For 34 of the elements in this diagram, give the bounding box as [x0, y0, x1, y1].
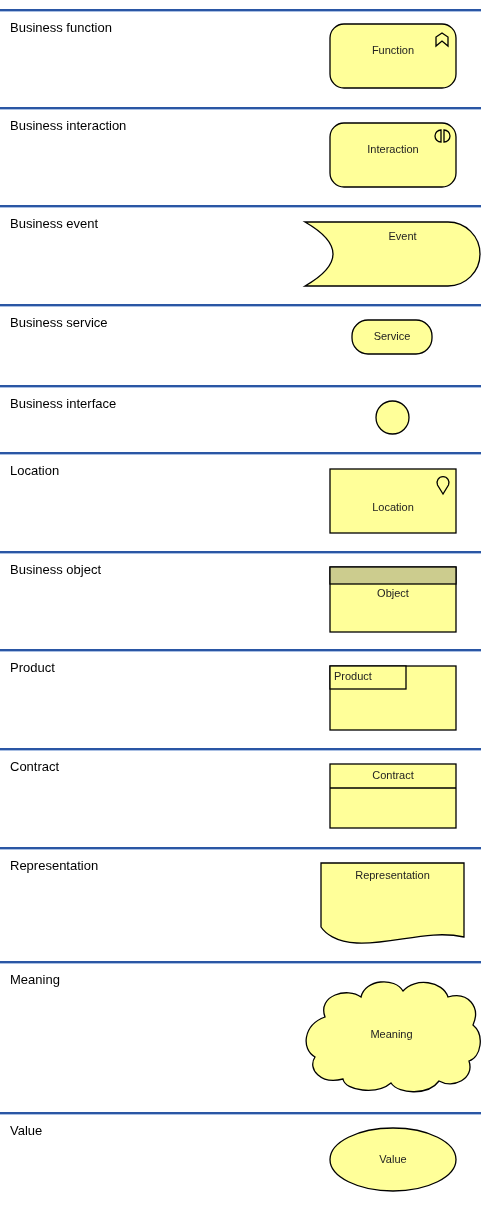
- rounded-box: [330, 123, 456, 187]
- row-label: Business object: [10, 562, 102, 577]
- row-label: Business service: [10, 315, 108, 330]
- shape-label: Function: [370, 44, 416, 56]
- row-label: Business event: [10, 216, 99, 231]
- row-label: Contract: [10, 759, 60, 774]
- row-label: Business interface: [10, 396, 117, 411]
- row-label: Location: [10, 463, 60, 478]
- product-box: [330, 666, 456, 730]
- row-label: Representation: [10, 858, 99, 873]
- event-shape: [305, 222, 480, 286]
- shape-label: Service: [372, 330, 412, 342]
- contract-box: [330, 764, 456, 828]
- row-label: Business interaction: [10, 118, 127, 133]
- ellipse-shape: [330, 1128, 456, 1191]
- shape-label: Object: [376, 587, 410, 599]
- row-label: Meaning: [10, 972, 60, 987]
- rounded-box: [330, 24, 456, 88]
- shape-label: Contract: [371, 769, 415, 781]
- shape-label: Location: [371, 501, 415, 513]
- shape-label: Interaction: [366, 143, 420, 155]
- interface-circle: [376, 401, 409, 434]
- shape-label: Product: [334, 670, 372, 682]
- row-label: Value: [10, 1123, 43, 1138]
- rectangle-box: [330, 469, 456, 533]
- shape-label: Meaning: [369, 1028, 414, 1040]
- shape-label: Representation: [354, 869, 431, 881]
- row-label: Business function: [10, 20, 112, 35]
- row-label: Product: [10, 660, 55, 675]
- shape-label: Event: [387, 230, 418, 242]
- object-box: [330, 567, 456, 632]
- rounded-pill: [352, 320, 432, 354]
- shape-label: Value: [378, 1152, 408, 1165]
- document-shape: [321, 863, 464, 943]
